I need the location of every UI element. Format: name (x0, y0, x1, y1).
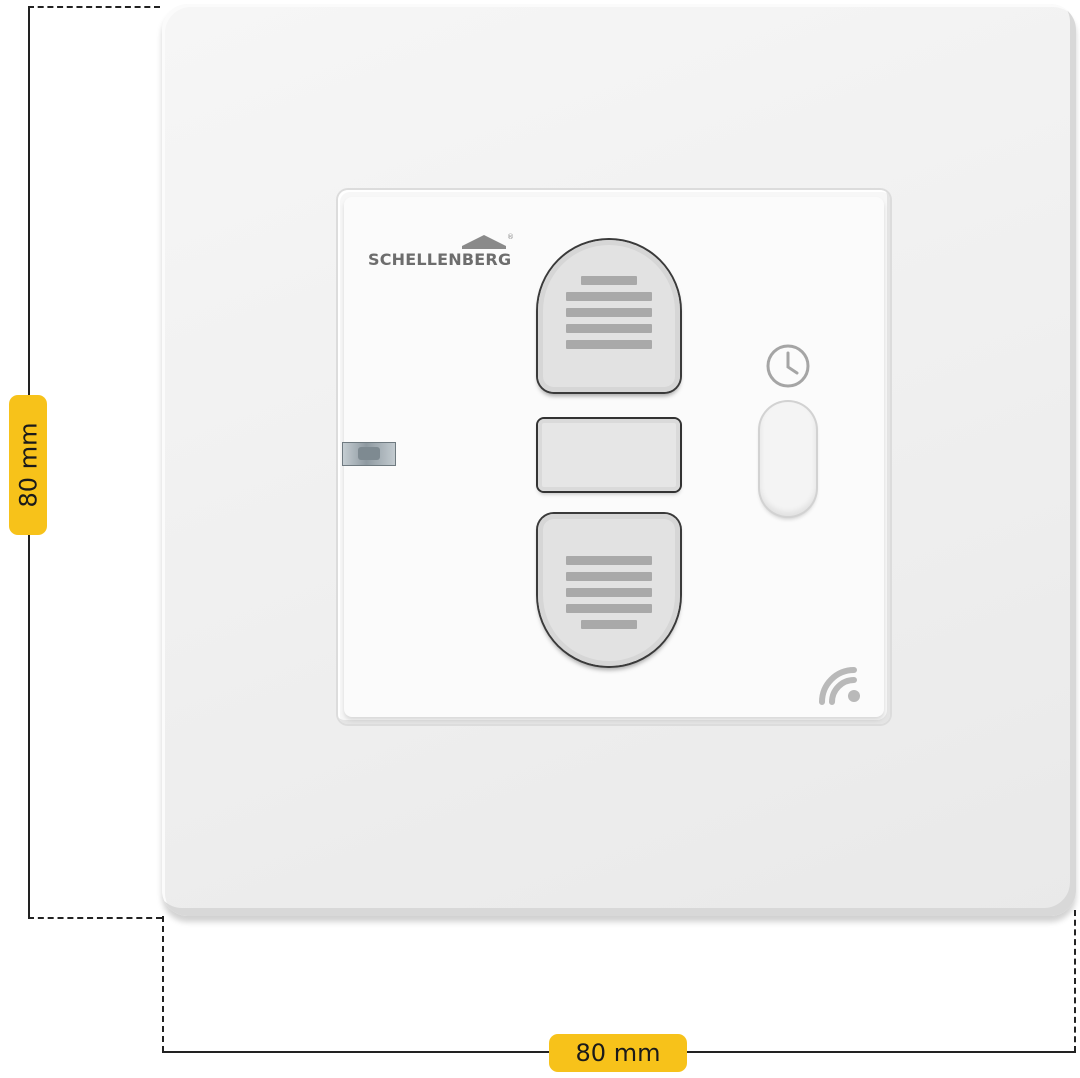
timer-toggle-switch[interactable] (760, 402, 816, 516)
grille-up-icon (566, 276, 652, 356)
wireless-signal-icon (819, 667, 860, 705)
clock-icon (766, 344, 810, 388)
brand-roof-logo-icon: ® (462, 233, 514, 249)
left-guide-dash (162, 916, 164, 1052)
height-dimension-label: 80 mm (14, 422, 42, 508)
height-dimension-badge: 80 mm (9, 395, 47, 535)
status-led-window (342, 442, 396, 466)
top-guide-dash (28, 6, 160, 8)
registered-mark: ® (507, 233, 514, 241)
bottom-guide-dash (28, 917, 162, 919)
width-dimension-badge: 80 mm (549, 1034, 687, 1072)
grille-down-icon (566, 556, 652, 636)
right-guide-dash (1074, 910, 1076, 1052)
stop-button[interactable] (538, 419, 680, 491)
width-dimension-label: 80 mm (575, 1039, 661, 1067)
brand-name: SCHELLENBERG (368, 250, 512, 269)
status-led (358, 447, 380, 460)
